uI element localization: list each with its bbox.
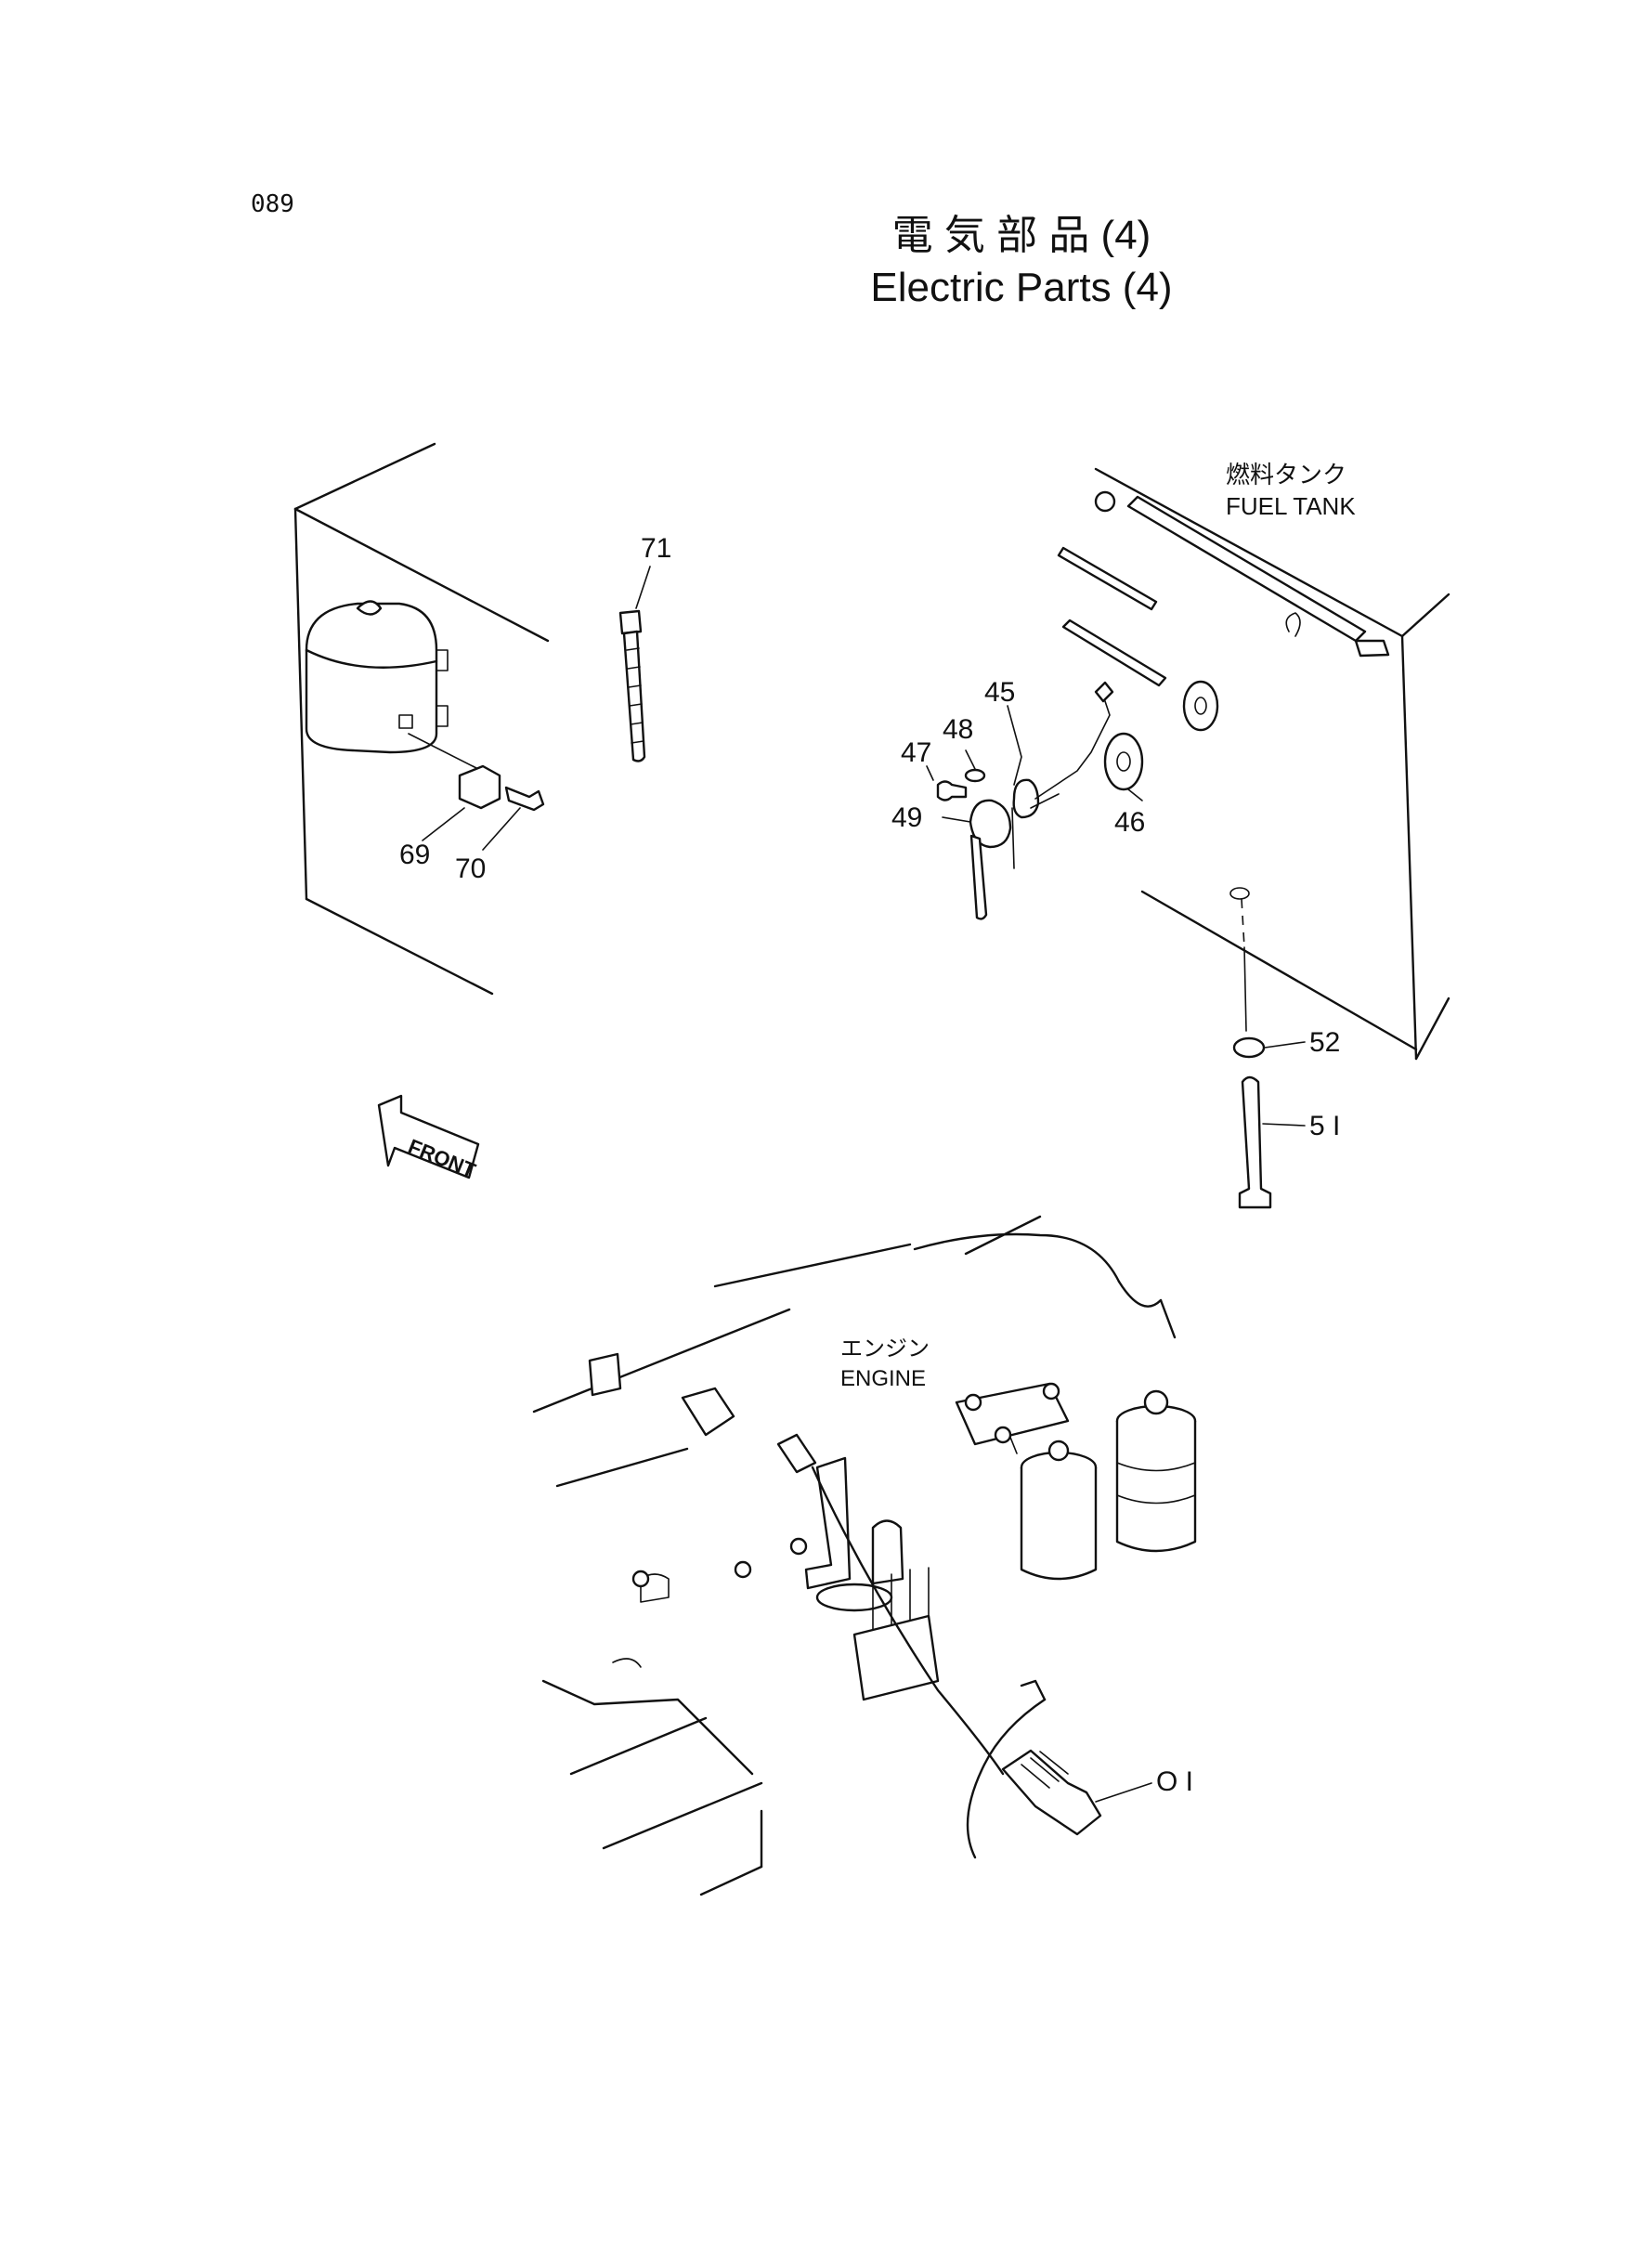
callout-69: 69 <box>399 840 430 870</box>
callout-49: 49 <box>891 802 922 833</box>
screw-70 <box>504 786 545 812</box>
callout-45: 45 <box>984 677 1015 708</box>
fuel-tank-assembly: 燃料タンク FUEL TANK <box>1057 461 1450 1061</box>
cover-49 <box>969 799 1012 849</box>
fuel-sender-assembly: 46 45 48 47 49 <box>891 677 1219 920</box>
callout-70: 70 <box>455 853 486 884</box>
cable-tie-71: 71 <box>618 533 671 762</box>
title-japanese: 電 気 部 品 (4) <box>892 213 1151 258</box>
drain-assembly: 52 5 I <box>1229 887 1340 1209</box>
engine-assembly: エンジン ENGINE <box>532 1215 1197 1896</box>
callout-48: 48 <box>943 714 973 745</box>
callout-46: 46 <box>1114 807 1145 838</box>
filter-right <box>1115 1389 1197 1553</box>
drain-bolt-51 <box>1238 1075 1272 1209</box>
fuel-tank-label-jp: 燃料タンク <box>1226 461 1346 489</box>
callout-51: 5 I <box>1309 1111 1340 1141</box>
left-panel-assembly: 69 70 <box>293 442 550 996</box>
screw-47 <box>936 780 968 801</box>
engine-label-en: ENGINE <box>840 1366 926 1391</box>
callout-01: O I <box>1156 1766 1193 1797</box>
title-english: Electric Parts (4) <box>870 265 1172 310</box>
washer-48 <box>964 768 986 783</box>
fuel-tank-label-en: FUEL TANK <box>1226 492 1356 520</box>
sensor-01: O I <box>776 1433 1193 1859</box>
clip-69 <box>458 764 501 810</box>
engine-label-jp: エンジン <box>840 1336 930 1362</box>
washer-52 <box>1232 1036 1266 1059</box>
callout-71: 71 <box>641 533 671 564</box>
reservoir-tank <box>305 600 449 754</box>
page-number: 089 <box>251 190 294 218</box>
gasket-46 <box>1182 680 1219 732</box>
callout-47: 47 <box>901 737 931 768</box>
front-direction-arrow: FRONT <box>377 1094 479 1182</box>
filter-left <box>1020 1440 1098 1581</box>
level-sender-45 <box>1012 778 1040 819</box>
callout-52: 52 <box>1309 1027 1340 1058</box>
